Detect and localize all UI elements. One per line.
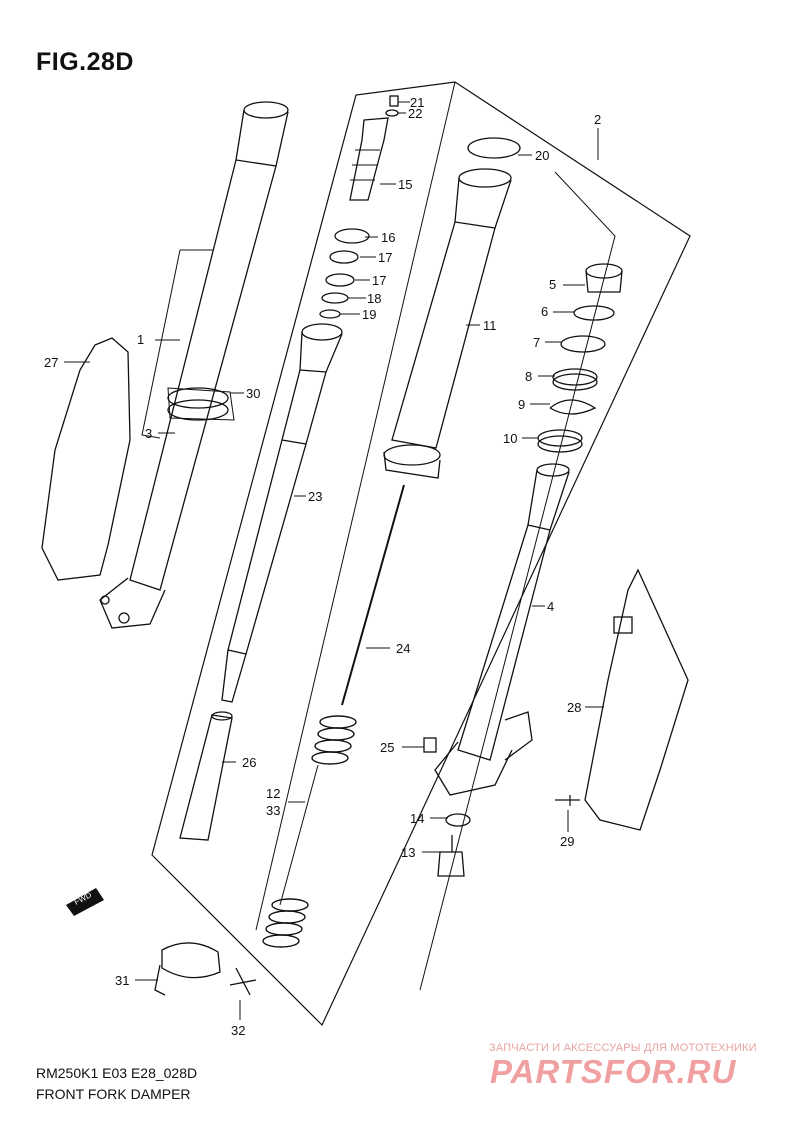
callout-17a: 17: [378, 250, 392, 265]
callout-31: 31: [115, 973, 129, 988]
callout-26: 26: [242, 755, 256, 770]
base-bolt-13: [437, 851, 465, 877]
outer-tube-frame: [419, 171, 616, 991]
inner-frame-line: [255, 81, 456, 931]
spring-lower: [262, 898, 309, 948]
oring-20: [467, 137, 521, 159]
fork-clamp: [167, 387, 235, 421]
callout-33: 33: [266, 803, 280, 818]
cartridge-top-15: [349, 117, 389, 201]
sleeve-26: [179, 714, 233, 841]
rod-24: [341, 484, 405, 706]
callout-25: 25: [380, 740, 394, 755]
inner-tube-4: [434, 463, 570, 796]
callout-3: 3: [145, 426, 152, 441]
callout-10: 10: [503, 431, 517, 446]
ring-19: [319, 309, 341, 319]
watermark-logo: PARTSFOR.RU: [490, 1053, 737, 1090]
ring-17a: [329, 250, 359, 264]
figure-title: FIG.28D: [36, 48, 134, 76]
ring-17b: [325, 273, 355, 287]
bleed-bolt-25: [423, 737, 437, 753]
callout-23: 23: [308, 489, 322, 504]
fork-assembly-left: [99, 101, 289, 629]
callout-27: 27: [44, 355, 58, 370]
callout-22: 22: [408, 106, 422, 121]
bolt-32: [229, 967, 257, 996]
assembly-frame: [151, 81, 691, 1027]
callout-32: 32: [231, 1023, 245, 1038]
callout-4: 4: [547, 599, 554, 614]
outer-tube-11: [383, 168, 512, 479]
seal-8: [552, 368, 598, 386]
callout-7: 7: [533, 335, 540, 350]
callout-20: 20: [535, 148, 549, 163]
ring-18: [321, 292, 349, 304]
callout-19: 19: [362, 307, 376, 322]
callout-11: 11: [483, 318, 497, 333]
model-code: RM250K1 E03 E28_028D: [36, 1065, 198, 1081]
callout-8: 8: [525, 369, 532, 384]
callout-18: 18: [367, 291, 381, 306]
bolt-29: [555, 795, 580, 806]
callout-13: 13: [401, 845, 415, 860]
spring-upper: [311, 715, 357, 765]
fwd-marker: FWD: [66, 888, 104, 916]
clip-9: [549, 399, 597, 415]
figure-name: FRONT FORK DAMPER: [36, 1086, 191, 1102]
bolt-21: [389, 95, 399, 107]
clamp-31: [161, 942, 221, 979]
bush-6: [573, 305, 615, 321]
bush-5: [585, 263, 623, 279]
callout-28: 28: [567, 700, 581, 715]
watermark-tagline: ЗАПЧАСТИ И АКСЕССУАРЫ ДЛЯ МОТОТЕХНИКИ: [489, 1042, 757, 1054]
washer-14: [445, 813, 471, 827]
callout-1: 1: [137, 332, 144, 347]
callout-6: 6: [541, 304, 548, 319]
callout-16: 16: [381, 230, 395, 245]
ring-16: [334, 228, 370, 244]
washer-7: [560, 335, 606, 353]
callout-29: 29: [560, 834, 574, 849]
callout-15: 15: [398, 177, 412, 192]
callout-5: 5: [549, 277, 556, 292]
ring-22: [385, 109, 399, 117]
damper-rod-23: [221, 323, 343, 703]
callout-24: 24: [396, 641, 410, 656]
fork-guard-left: [41, 337, 131, 581]
fork-guard-right: [584, 568, 689, 831]
callout-14: 14: [410, 811, 424, 826]
part1-bracket: [141, 249, 181, 439]
callout-30: 30: [246, 386, 260, 401]
callout-9: 9: [518, 397, 525, 412]
callout-21: 21: [410, 95, 424, 110]
callout-12: 12: [266, 786, 280, 801]
callout-17b: 17: [372, 273, 386, 288]
callout-2: 2: [594, 112, 601, 127]
